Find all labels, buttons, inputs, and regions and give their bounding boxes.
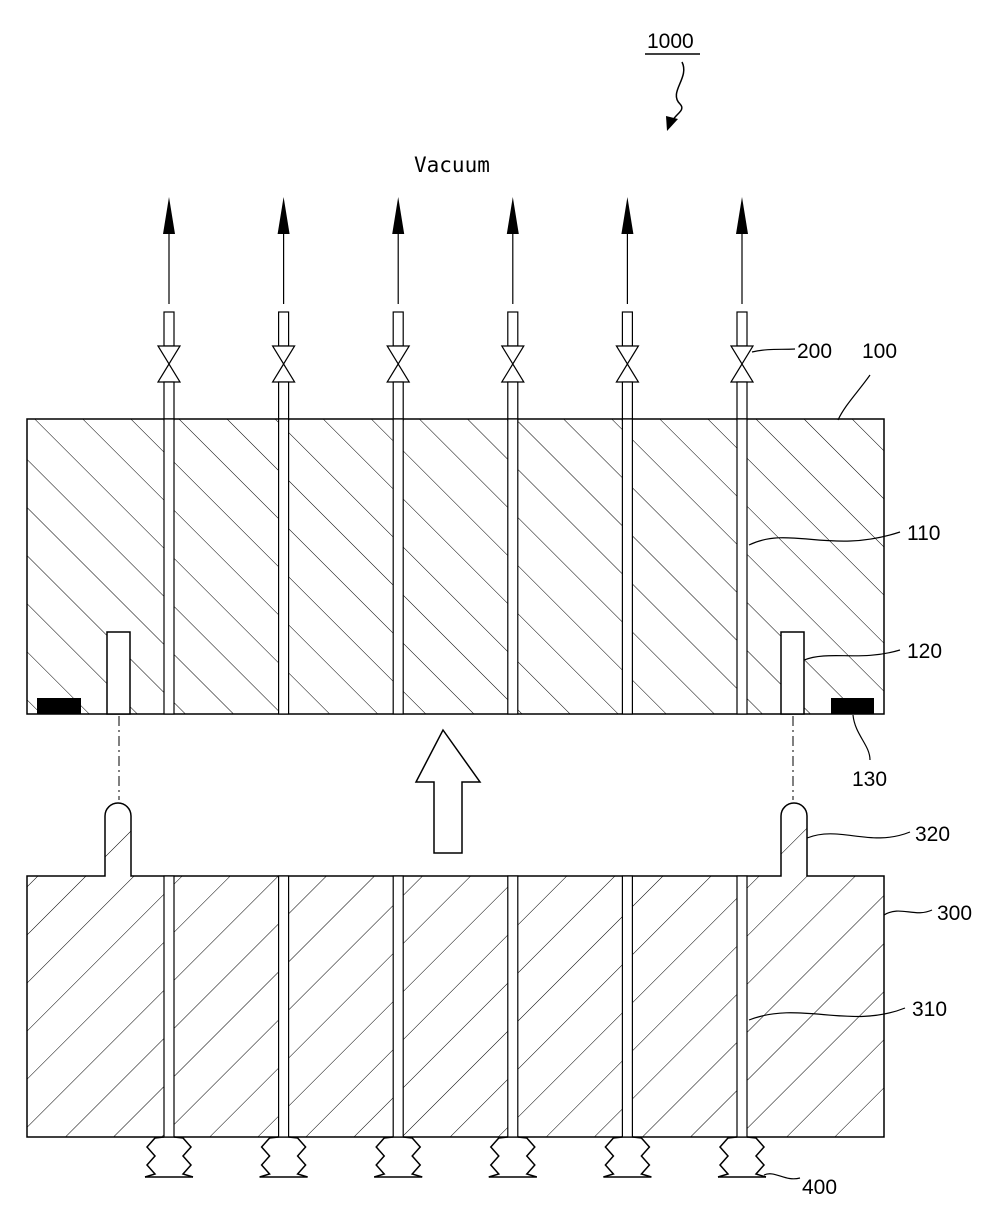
lower-channel xyxy=(279,876,289,1137)
leader-320 xyxy=(807,832,910,838)
leader-200 xyxy=(752,349,795,352)
valve-icon-top xyxy=(502,346,524,364)
tube-lower xyxy=(622,382,632,420)
upper-hole-right xyxy=(781,632,804,714)
suction-pad-right-edge xyxy=(632,1137,651,1177)
valve-icon-bottom xyxy=(616,364,638,382)
upper-channel xyxy=(622,419,632,714)
label-130: 130 xyxy=(852,768,887,791)
seal-left xyxy=(37,698,81,714)
valve-icon-bottom xyxy=(273,364,295,382)
vacuum-arrowhead-icon xyxy=(278,197,290,234)
upper-block xyxy=(27,419,884,714)
valve-icon-bottom xyxy=(502,364,524,382)
vacuum-arrowhead-icon xyxy=(736,197,748,234)
tube-lower xyxy=(508,382,518,420)
lower-channel xyxy=(508,876,518,1137)
vacuum-label: Vacuum xyxy=(414,153,490,177)
figure-reference: 1000 xyxy=(645,30,700,131)
suction-pad-left-edge xyxy=(374,1137,393,1177)
leader-130 xyxy=(853,715,870,760)
vacuum-arrowhead-icon xyxy=(507,197,519,234)
label-320: 320 xyxy=(915,823,950,846)
valve-icon-top xyxy=(387,346,409,364)
valve-icon-bottom xyxy=(731,364,753,382)
suction-pad-left-edge xyxy=(260,1137,279,1177)
vacuum-arrowhead-icon xyxy=(163,197,175,234)
leader-100 xyxy=(838,375,870,420)
valve-icon-top xyxy=(158,346,180,364)
suction-pad-left-edge xyxy=(145,1137,164,1177)
lower-channel xyxy=(393,876,403,1137)
suction-pad-right-edge xyxy=(174,1137,193,1177)
upper-channel xyxy=(508,419,518,714)
valve-icon-top xyxy=(616,346,638,364)
vacuum-lines xyxy=(158,197,753,420)
suction-pad-left-edge xyxy=(603,1137,622,1177)
upper-block-body xyxy=(27,419,884,714)
lower-channel xyxy=(164,876,174,1137)
label-110: 110 xyxy=(907,522,940,545)
valve-icon-top xyxy=(273,346,295,364)
label-100: 100 xyxy=(862,340,897,363)
tube-upper xyxy=(279,312,289,346)
tube-lower xyxy=(279,382,289,420)
lower-channel xyxy=(737,876,747,1137)
suction-pad-left-edge xyxy=(718,1137,737,1177)
upper-channel xyxy=(279,419,289,714)
upper-hole-left xyxy=(107,632,130,714)
valve-icon-bottom xyxy=(387,364,409,382)
upper-channel xyxy=(737,419,747,714)
suction-pad-right-edge xyxy=(403,1137,422,1177)
label-300: 300 xyxy=(937,902,972,925)
tube-lower xyxy=(164,382,174,420)
suction-pad-right-edge xyxy=(518,1137,537,1177)
valve-icon-top xyxy=(731,346,753,364)
suction-pad-left-edge xyxy=(489,1137,508,1177)
vacuum-arrowhead-icon xyxy=(621,197,633,234)
lower-channel xyxy=(622,876,632,1137)
seal-right xyxy=(831,698,874,714)
tube-upper xyxy=(622,312,632,346)
figure-number: 1000 xyxy=(647,30,694,53)
tube-upper xyxy=(737,312,747,346)
label-400: 400 xyxy=(802,1176,837,1199)
figure-leader-arrowhead xyxy=(666,116,678,131)
leader-400 xyxy=(764,1174,800,1179)
tube-lower xyxy=(737,382,747,420)
label-310: 310 xyxy=(912,998,947,1021)
label-200: 200 xyxy=(797,340,832,363)
tube-upper xyxy=(164,312,174,346)
tube-lower xyxy=(393,382,403,420)
suction-pads xyxy=(145,1137,766,1177)
leader-300 xyxy=(884,910,932,915)
figure-leader xyxy=(673,62,684,120)
tube-upper xyxy=(508,312,518,346)
suction-pad-right-edge xyxy=(289,1137,308,1177)
upper-channel xyxy=(164,419,174,714)
suction-pad-right-edge xyxy=(747,1137,766,1177)
valve-icon-bottom xyxy=(158,364,180,382)
tube-upper xyxy=(393,312,403,346)
upper-channel xyxy=(393,419,403,714)
vacuum-arrowhead-icon xyxy=(392,197,404,234)
up-arrow-icon xyxy=(416,730,480,853)
label-120: 120 xyxy=(907,640,942,663)
